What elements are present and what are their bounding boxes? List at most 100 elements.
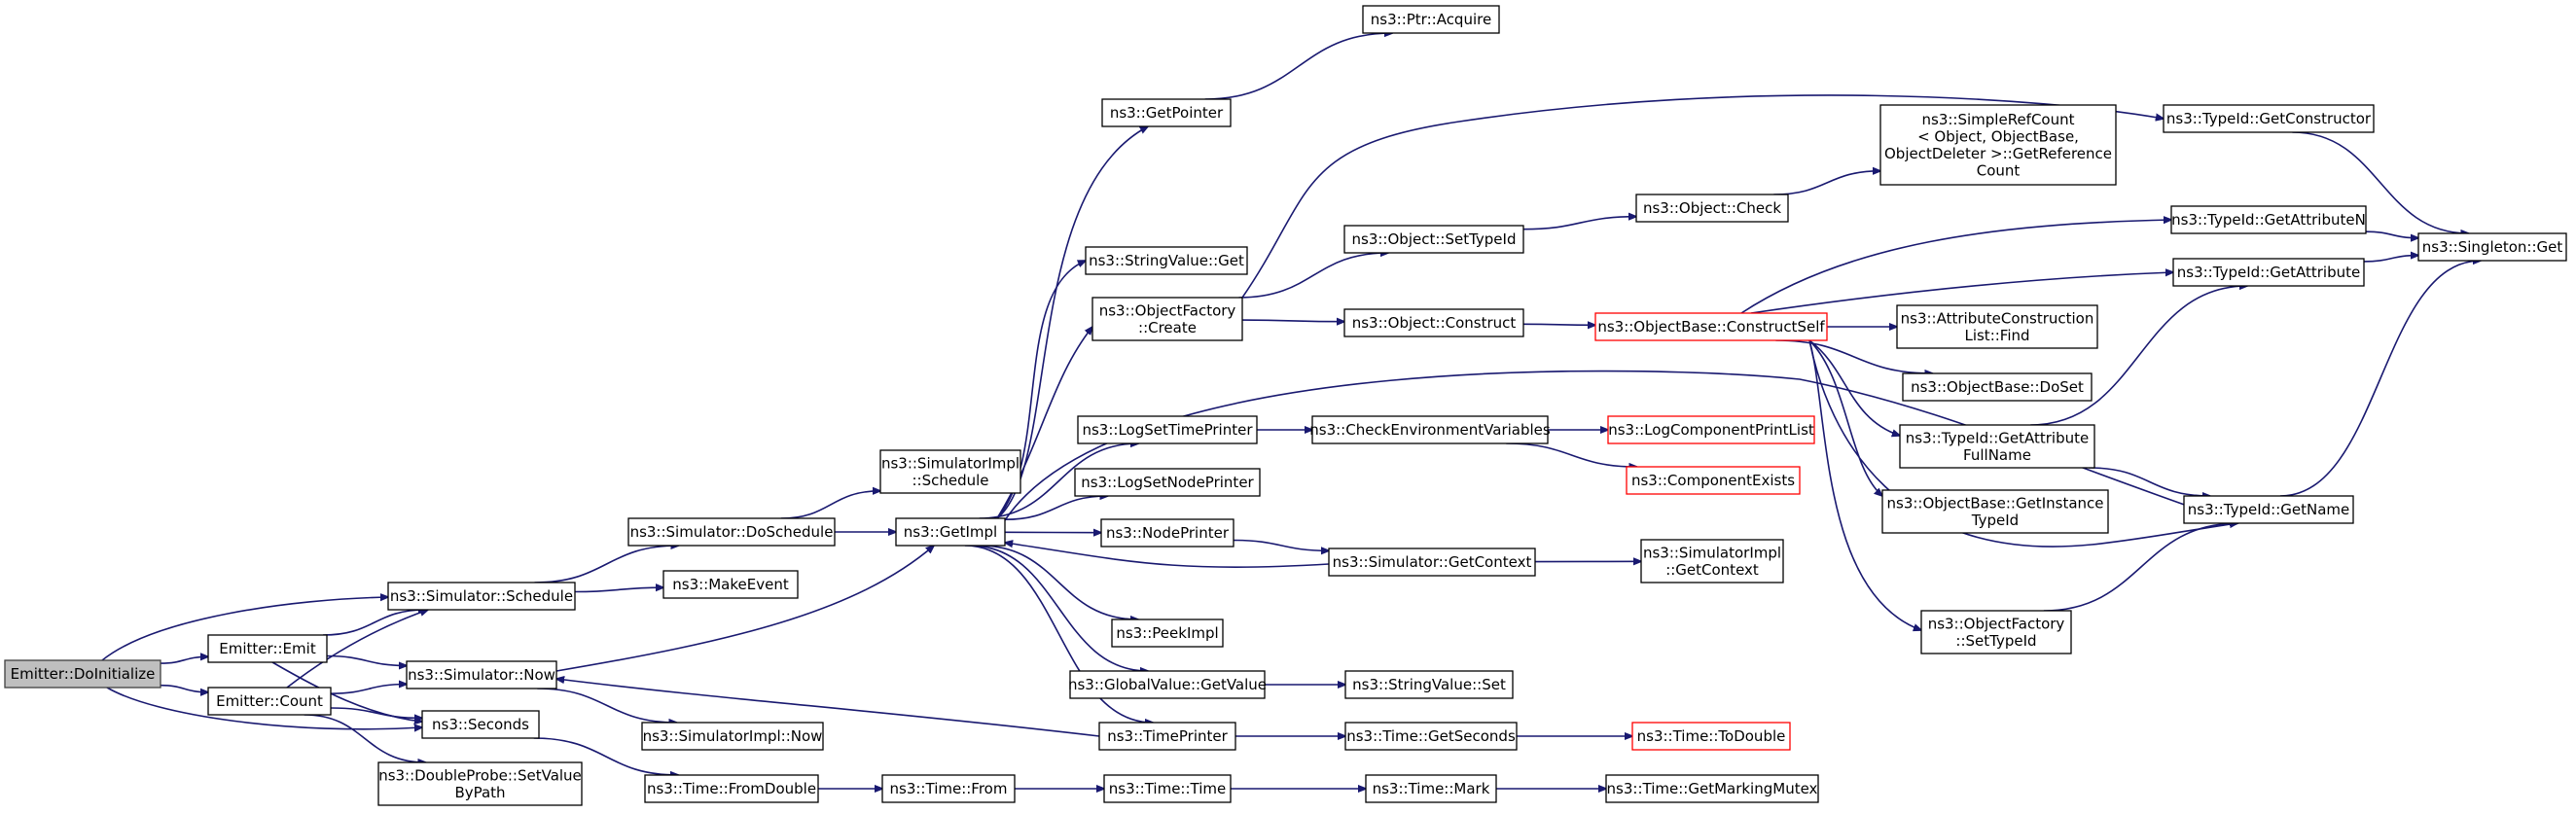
node-label: ns3::SimpleRefCount: [1922, 111, 2075, 128]
node-constructself[interactable]: ns3::ObjectBase::ConstructSelf: [1594, 312, 1828, 341]
edge-getimpl-to-peekimpl: [979, 545, 1138, 619]
node-mark[interactable]: ns3::Time::Mark: [1365, 774, 1497, 803]
node-fromdouble[interactable]: ns3::Time::FromDouble: [644, 774, 819, 803]
node-makeevent[interactable]: ns3::MakeEvent: [662, 570, 799, 599]
node-ofcreate[interactable]: ns3::ObjectFactory::Create: [1091, 297, 1243, 341]
node-timeprinter[interactable]: ns3::TimePrinter: [1098, 722, 1236, 751]
edge-now-to-implnow: [537, 688, 676, 723]
node-box: [1899, 424, 2095, 469]
node-singleton[interactable]: ns3::Singleton::Get: [2417, 232, 2567, 262]
node-label: ns3::Simulator::Schedule: [390, 587, 573, 605]
node-emit[interactable]: Emitter::Emit: [207, 634, 328, 663]
node-box: [1101, 98, 1232, 127]
node-box: [1328, 548, 1536, 577]
node-settypeid[interactable]: ns3::Object::SetTypeId: [1343, 225, 1524, 254]
node-label: Emitter::Emit: [219, 640, 316, 657]
node-gvgetvalue[interactable]: ns3::GlobalValue::GetValue: [1068, 670, 1267, 699]
node-logsetnode[interactable]: ns3::LogSetNodePrinter: [1074, 468, 1261, 497]
node-markmutex[interactable]: ns3::Time::GetMarkingMutex: [1605, 774, 1819, 803]
node-ofsettypeid[interactable]: ns3::ObjectFactory::SetTypeId: [1920, 610, 2072, 654]
edge-count-to-seconds: [330, 707, 422, 718]
node-box: [1365, 774, 1497, 803]
node-refcount[interactable]: ns3::SimpleRefCount< Object, ObjectBase,…: [1879, 104, 2117, 186]
node-label: List::Find: [1964, 327, 2029, 344]
node-label: Emitter::Count: [216, 692, 323, 710]
node-label: ns3::Simulator::DoSchedule: [630, 523, 834, 541]
node-implgetctx[interactable]: ns3::SimulatorImpl::GetContext: [1640, 539, 1784, 583]
node-count[interactable]: Emitter::Count: [207, 687, 332, 716]
node-label: ns3::LogSetNodePrinter: [1081, 474, 1254, 491]
node-getname[interactable]: ns3::TypeId::GetName: [2183, 495, 2354, 524]
node-checkenv[interactable]: ns3::CheckEnvironmentVariables: [1309, 415, 1551, 444]
node-strset[interactable]: ns3::StringValue::Set: [1344, 670, 1514, 699]
node-timetime[interactable]: ns3::Time::Time: [1103, 774, 1232, 803]
node-implsched[interactable]: ns3::SimulatorImpl::Schedule: [879, 449, 1021, 494]
node-getattr[interactable]: ns3::TypeId::GetAttribute: [2172, 258, 2365, 287]
node-logcompprint[interactable]: ns3::LogComponentPrintList: [1607, 415, 1815, 444]
node-schedule[interactable]: ns3::Simulator::Schedule: [387, 582, 576, 611]
node-compexists[interactable]: ns3::ComponentExists: [1626, 466, 1801, 495]
node-box: [1311, 415, 1549, 444]
node-now[interactable]: ns3::Simulator::Now: [406, 660, 557, 689]
node-getattrn[interactable]: ns3::TypeId::GetAttributeN: [2170, 205, 2367, 234]
node-label: ns3::Time::FromDouble: [647, 780, 816, 797]
node-label: ns3::Ptr::Acquire: [1371, 11, 1491, 28]
edge-constructself-to-getattr: [1750, 272, 2173, 314]
node-nodeprinter[interactable]: ns3::NodePrinter: [1100, 518, 1234, 548]
node-todouble[interactable]: ns3::Time::ToDouble: [1631, 722, 1791, 751]
edge-getattr-to-singleton: [2363, 256, 2418, 263]
edge-constructself-to-ofsettypeid: [1808, 339, 1921, 630]
node-logsettime[interactable]: ns3::LogSetTimePrinter: [1077, 415, 1258, 444]
edge-constructself-to-getattrn: [1740, 220, 2171, 314]
edges-layer: [101, 33, 2481, 789]
edge-constructself-to-doset: [1775, 339, 1932, 373]
node-getseconds[interactable]: ns3::Time::GetSeconds: [1344, 722, 1518, 751]
node-label: ByPath: [454, 784, 505, 801]
node-label: ns3::Object::Check: [1643, 199, 1781, 217]
node-label: ns3::Object::Construct: [1352, 314, 1517, 332]
node-label: ns3::TypeId::GetAttribute: [1906, 429, 2089, 446]
edge-checkenv-to-compexists: [1506, 442, 1636, 467]
node-box: [662, 570, 799, 599]
node-box: [387, 582, 576, 611]
node-box: [644, 774, 819, 803]
edge-ofcreate-to-construct: [1241, 320, 1344, 322]
node-getpointer[interactable]: ns3::GetPointer: [1101, 98, 1232, 127]
node-label: ns3::ObjectFactory: [1928, 615, 2065, 632]
node-doset[interactable]: ns3::ObjectBase::DoSet: [1902, 372, 2093, 402]
node-label: ns3::StringValue::Get: [1089, 252, 1244, 269]
node-from[interactable]: ns3::Time::From: [881, 774, 1016, 803]
node-acquire[interactable]: ns3::Ptr::Acquire: [1362, 5, 1500, 34]
node-doinit[interactable]: Emitter::DoInitialize: [4, 659, 161, 689]
node-box: [879, 449, 1021, 494]
node-getctor[interactable]: ns3::TypeId::GetConstructor: [2163, 104, 2375, 133]
node-label: ns3::LogComponentPrintList: [1608, 421, 1814, 439]
node-getcontext[interactable]: ns3::Simulator::GetContext: [1328, 548, 1536, 577]
node-label: ns3::SimulatorImpl: [1643, 544, 1781, 561]
edge-schedule-to-makeevent: [574, 587, 663, 593]
node-box: [1343, 225, 1524, 254]
node-label: ns3::SimulatorImpl::Now: [643, 727, 823, 745]
node-implnow[interactable]: ns3::SimulatorImpl::Now: [641, 722, 824, 751]
node-peekimpl[interactable]: ns3::PeekImpl: [1111, 619, 1224, 648]
node-box: [2172, 258, 2365, 287]
node-box: [2170, 205, 2367, 234]
node-box: [406, 660, 557, 689]
node-box: [207, 687, 332, 716]
node-strget[interactable]: ns3::StringValue::Get: [1085, 246, 1248, 275]
node-label: Emitter::DoInitialize: [11, 665, 156, 683]
node-construct[interactable]: ns3::Object::Construct: [1343, 308, 1524, 337]
node-label: ObjectDeleter >::GetReference: [1884, 145, 2112, 162]
node-getimpl[interactable]: ns3::GetImpl: [895, 517, 1006, 547]
node-label: ns3::Simulator::GetContext: [1333, 553, 1532, 571]
node-label: ns3::StringValue::Set: [1352, 676, 1506, 693]
edge-count-to-dblprobe: [304, 714, 426, 762]
node-objcheck[interactable]: ns3::Object::Check: [1635, 194, 1789, 223]
node-doschedule[interactable]: ns3::Simulator::DoSchedule: [627, 517, 836, 547]
node-box: [207, 634, 328, 663]
node-seconds[interactable]: ns3::Seconds: [421, 710, 540, 739]
